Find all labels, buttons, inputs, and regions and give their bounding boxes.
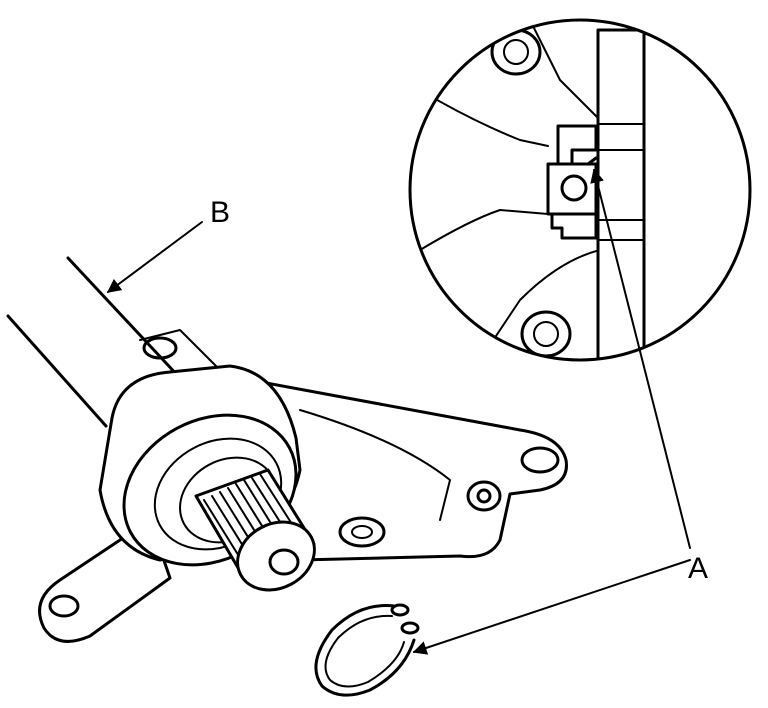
callout-a: A — [688, 552, 708, 585]
snap-ring — [314, 603, 420, 697]
detail-magnified-view — [408, 18, 752, 362]
callout-b: B — [210, 196, 230, 229]
bearing-support-bracket — [139, 329, 568, 562]
leader-lines — [106, 168, 691, 655]
splined-shaft-end — [194, 468, 316, 592]
